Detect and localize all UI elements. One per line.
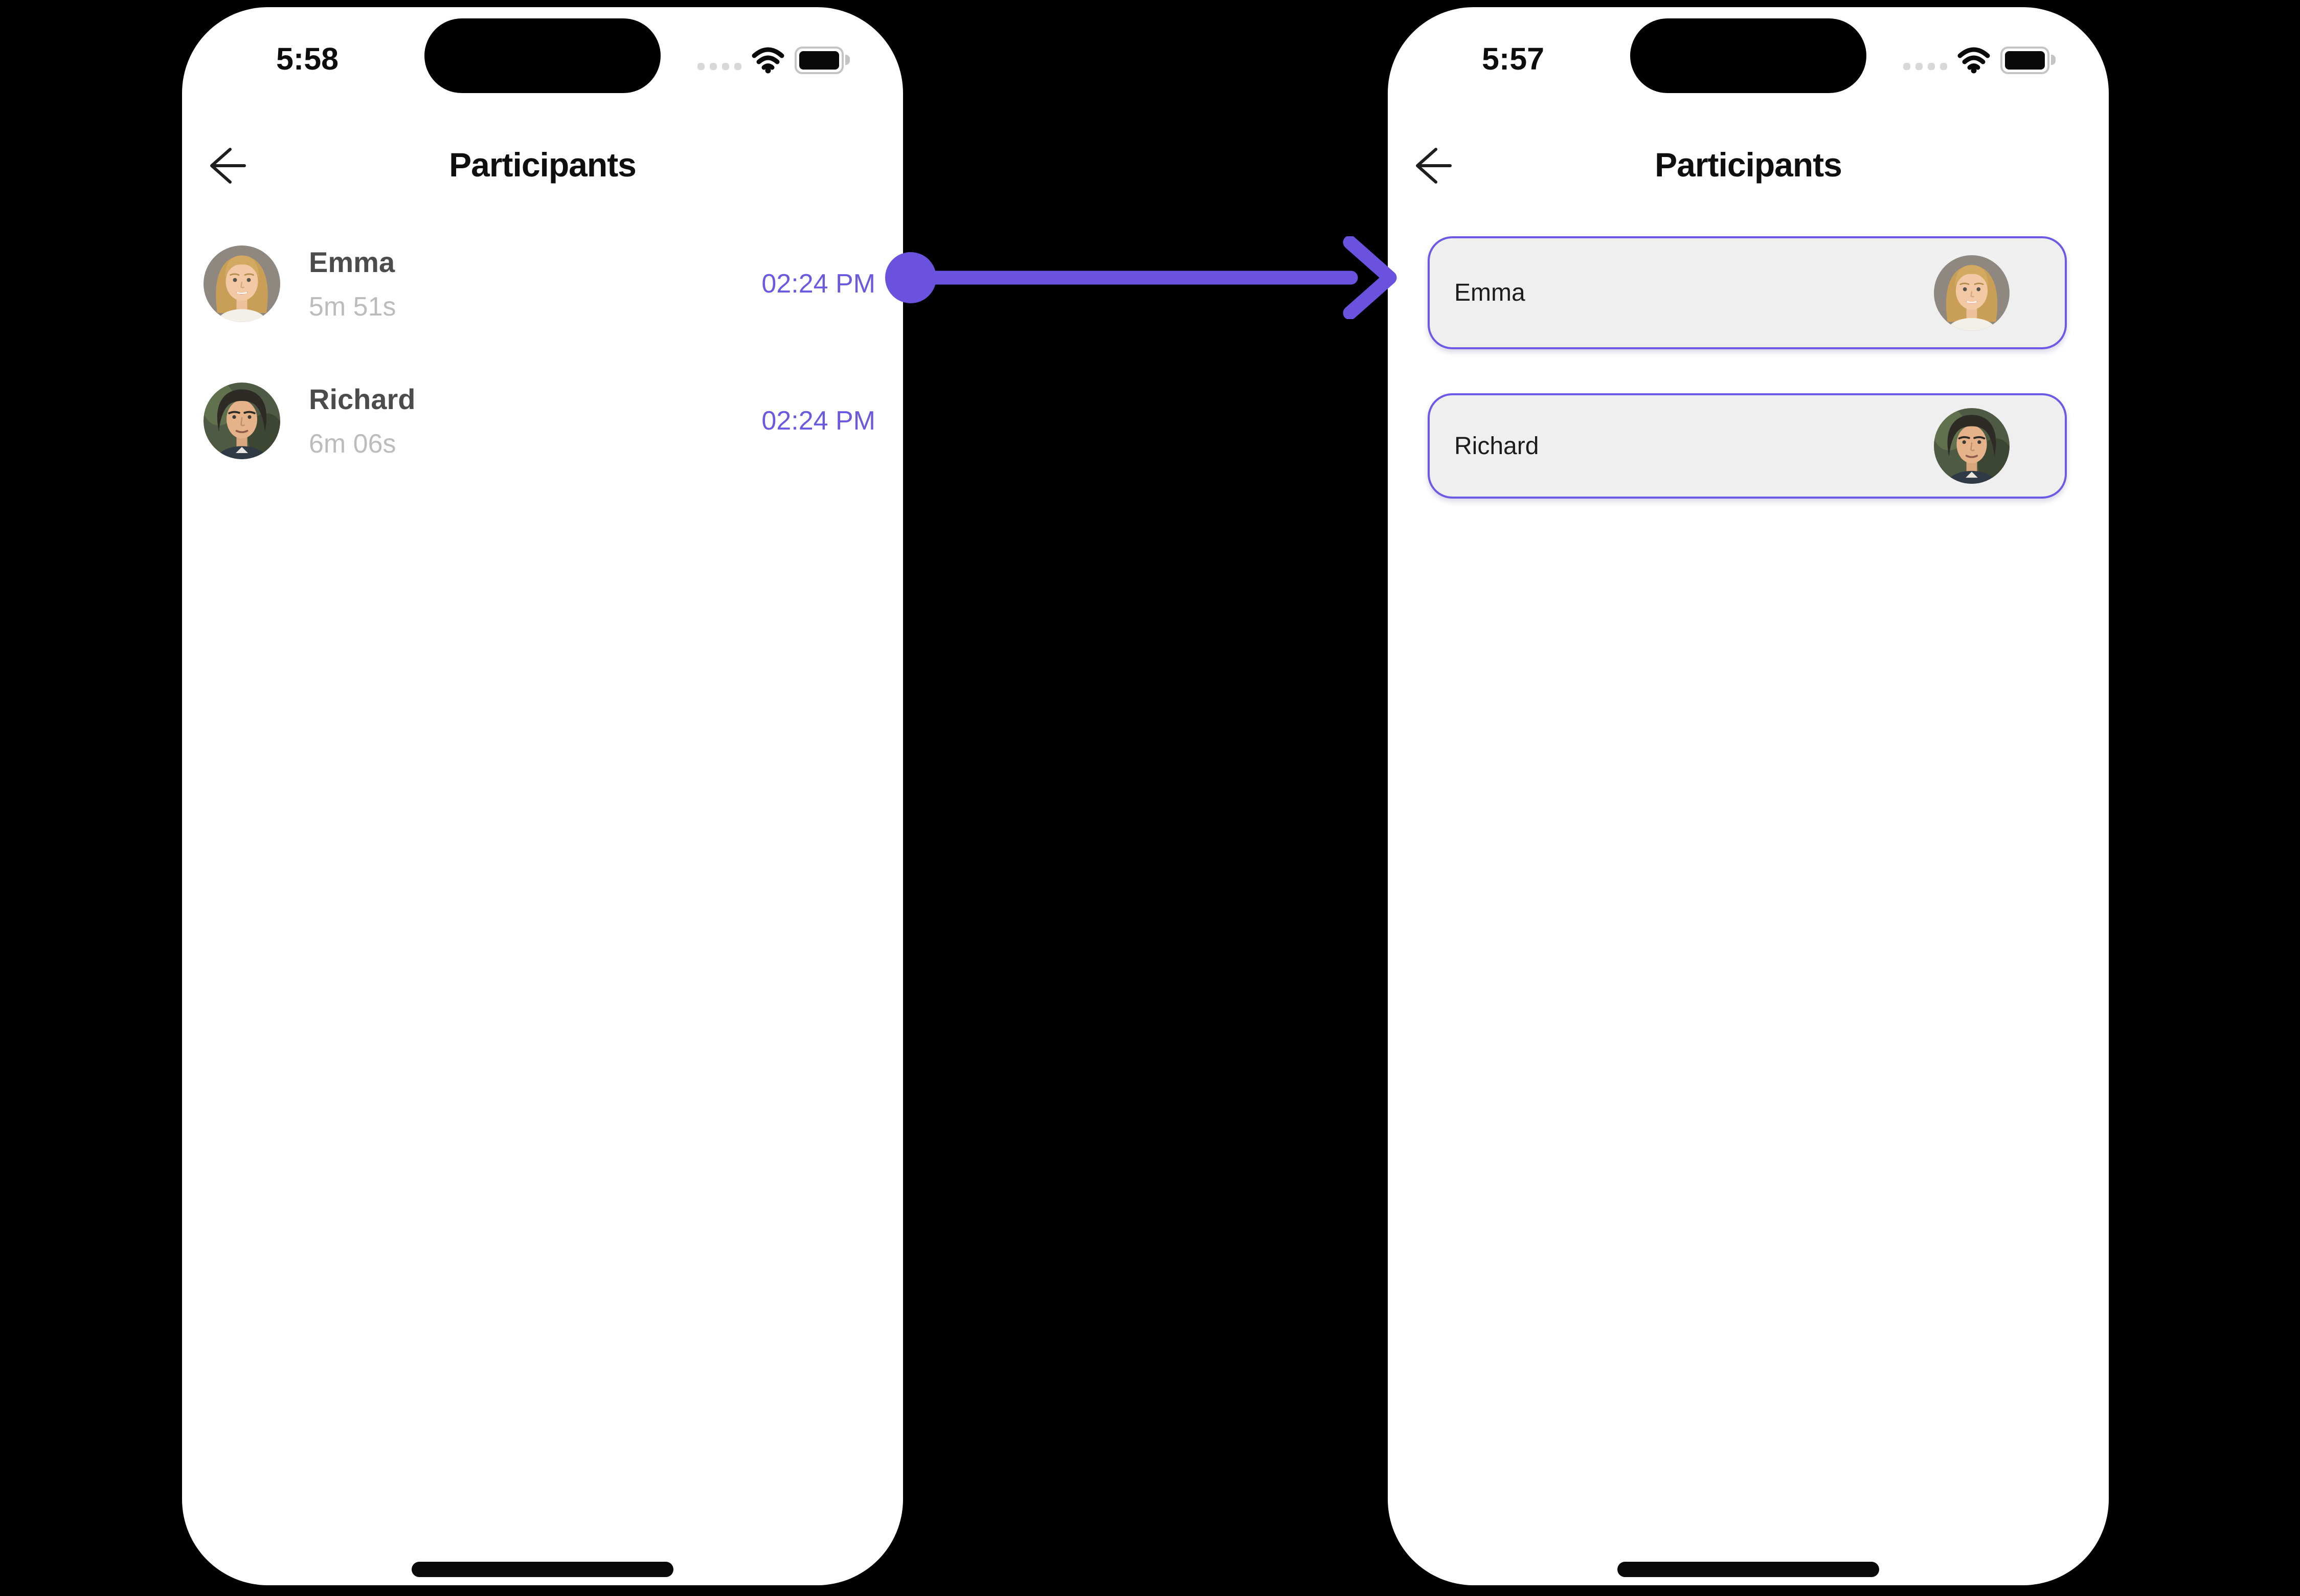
participant-card[interactable]: Emma	[1428, 236, 2067, 349]
back-button[interactable]	[205, 144, 250, 187]
participant-time: 02:24 PM	[761, 406, 875, 436]
participant-info: Richard 6m 06s	[309, 385, 416, 457]
wifi-icon	[752, 47, 784, 74]
participant-name: Richard	[309, 383, 416, 416]
cellular-signal-dots-icon	[1903, 63, 1947, 70]
participant-duration: 5m 51s	[309, 291, 396, 322]
participant-name: Richard	[1454, 432, 1539, 460]
participant-duration: 6m 06s	[309, 429, 396, 459]
home-indicator-bar[interactable]	[412, 1562, 673, 1577]
emma-avatar	[204, 245, 280, 322]
status-time: 5:58	[276, 41, 339, 76]
participant-info: Emma 5m 51s	[309, 248, 396, 320]
emma-avatar	[1934, 255, 2010, 331]
phone-left: 5:58 Participants	[182, 7, 903, 1585]
cellular-signal-dots-icon	[697, 63, 741, 70]
arrow-right-icon	[885, 236, 1397, 319]
richard-avatar	[204, 383, 280, 459]
participant-card[interactable]: Richard	[1428, 393, 2067, 499]
status-icons	[697, 46, 850, 75]
home-indicator-bar[interactable]	[1617, 1562, 1879, 1577]
header: Participants	[1388, 136, 2109, 197]
page-title: Participants	[1655, 146, 1842, 184]
dynamic-island	[1630, 18, 1866, 93]
participant-row[interactable]: Richard 6m 06s 02:24 PM	[204, 377, 875, 464]
participant-name: Emma	[309, 246, 395, 279]
page-title: Participants	[449, 146, 637, 184]
arrow-left-icon	[210, 148, 246, 184]
back-button[interactable]	[1410, 144, 1455, 187]
richard-avatar	[1934, 408, 2010, 484]
participant-name: Emma	[1454, 279, 1525, 306]
participant-time: 02:24 PM	[761, 269, 875, 299]
participant-row[interactable]: Emma 5m 51s 02:24 PM	[204, 240, 875, 327]
header: Participants	[182, 136, 903, 197]
status-icons	[1903, 46, 2056, 75]
battery-full-icon	[2000, 47, 2056, 74]
arrow-left-icon	[1416, 148, 1452, 184]
dynamic-island	[424, 18, 661, 93]
battery-full-icon	[795, 47, 850, 74]
phone-right: 5:57 Participants	[1388, 7, 2109, 1585]
wifi-icon	[1957, 47, 1990, 74]
status-time: 5:57	[1482, 41, 1545, 76]
